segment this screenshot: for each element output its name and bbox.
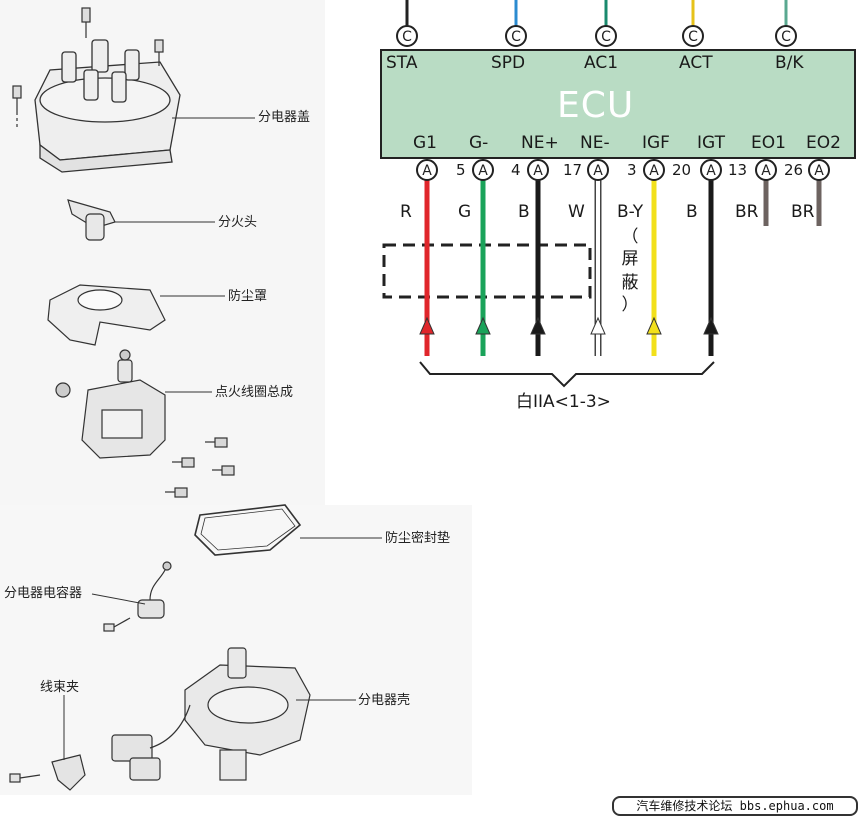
top-terminal (396, 25, 418, 47)
pin-number: 13 (728, 161, 748, 179)
bottom-terminal (755, 159, 777, 181)
clamp-drawing (9, 704, 191, 791)
bottom-pin-label: IGT (697, 133, 725, 153)
shield-label: （ (621, 227, 639, 247)
top-terminal-mark: C (781, 29, 791, 45)
bottom-terminal-mark: A (533, 163, 543, 179)
top-pin-label: ACT (679, 53, 713, 73)
top-pin-label: SPD (491, 53, 526, 73)
ecu-wiring-diagram: C C C C C A A A A A A A A (380, 0, 856, 388)
top-terminal (775, 25, 797, 47)
top-terminal-mark: C (688, 29, 698, 45)
wire-arrow (475, 316, 491, 335)
connector-label: 白IIA<1-3> (516, 392, 611, 412)
seal-drawing (194, 504, 302, 556)
bottom-terminal-mark: A (706, 163, 716, 179)
bottom-terminal (416, 159, 438, 181)
top-terminal (595, 25, 617, 47)
bottom-terminal-mark: A (649, 163, 659, 179)
label-housing: 分电器壳 (358, 693, 411, 708)
coil-drawing (55, 349, 166, 459)
top-pin-label: AC1 (584, 53, 619, 73)
wire-arrow (703, 316, 719, 335)
bottom-pin-label: G- (469, 133, 489, 153)
top-pin-label: STA (386, 53, 418, 73)
label-condenser: 分电器电容器 (4, 586, 83, 601)
rotor-drawing (67, 199, 116, 241)
bottom-terminal (587, 159, 609, 181)
pin-number: 17 (563, 161, 583, 179)
dust-cover-drawing (47, 284, 166, 346)
bottom-pin-label: EO2 (806, 133, 841, 153)
label-dust-seal: 防尘密封垫 (385, 531, 451, 546)
bottom-pin-label: G1 (413, 133, 437, 153)
top-terminal (682, 25, 704, 47)
label-dust-cover: 防尘罩 (228, 289, 268, 304)
bottom-pin-label: NE+ (521, 133, 559, 153)
forum-footer: 汽车维修技术论坛 bbs.ephua.com (612, 796, 858, 816)
connector-bracket (419, 361, 715, 388)
bottom-pin-label: EO1 (751, 133, 786, 153)
top-terminal-mark: C (511, 29, 521, 45)
distributor-exploded-view (9, 7, 382, 791)
shield-label: ） (621, 295, 639, 315)
bottom-terminal-mark: A (761, 163, 771, 179)
bottom-terminal (643, 159, 665, 181)
bottom-terminal (472, 159, 494, 181)
shield-box (382, 243, 592, 299)
wire-arrow (530, 316, 546, 335)
housing-drawing (184, 647, 311, 781)
shield-label: 屏 (621, 249, 639, 269)
bottom-terminal (808, 159, 830, 181)
label-rotor: 分火头 (218, 215, 258, 230)
bottom-terminal (527, 159, 549, 181)
top-terminal-mark: C (601, 29, 611, 45)
bottom-terminal-mark: A (422, 163, 432, 179)
shield-label: 蔽 (621, 273, 639, 293)
pin-number: 26 (784, 161, 804, 179)
top-terminal-mark: C (402, 29, 412, 45)
bottom-pin-label: IGF (642, 133, 670, 153)
condenser-drawing (103, 561, 172, 632)
top-terminal (505, 25, 527, 47)
wire-color-label: BR (735, 202, 759, 222)
pin-number: 5 (456, 161, 466, 179)
label-ignition-coil: 点火线圈总成 (215, 385, 294, 400)
wire-color-label: R (400, 202, 412, 222)
bottom-terminal-mark: A (814, 163, 824, 179)
wire-color-label: B-Y (617, 202, 644, 222)
wire-arrow (646, 316, 662, 335)
wire-color-label: B (686, 202, 698, 222)
wire-arrow (590, 316, 606, 335)
wire-color-label: G (458, 202, 472, 222)
wire-color-label: B (518, 202, 530, 222)
label-harness-clamp: 线束夹 (40, 680, 80, 695)
distributor-cap-drawing (34, 39, 181, 173)
pin-number: 20 (672, 161, 692, 179)
bottom-terminal (700, 159, 722, 181)
top-pin-label: B/K (775, 53, 804, 73)
ecu-title: ECU (557, 85, 635, 126)
pin-number: 3 (627, 161, 637, 179)
ecu-box (380, 49, 856, 159)
bottom-pin-label: NE- (580, 133, 610, 153)
wire-arrow (419, 316, 435, 335)
bottom-terminal-mark: A (593, 163, 603, 179)
wire-color-label: BR (791, 202, 815, 222)
pin-number: 4 (511, 161, 521, 179)
wire-color-label: W (568, 202, 585, 222)
label-distributor-cap: 分电器盖 (258, 110, 311, 125)
bottom-terminal-mark: A (478, 163, 488, 179)
